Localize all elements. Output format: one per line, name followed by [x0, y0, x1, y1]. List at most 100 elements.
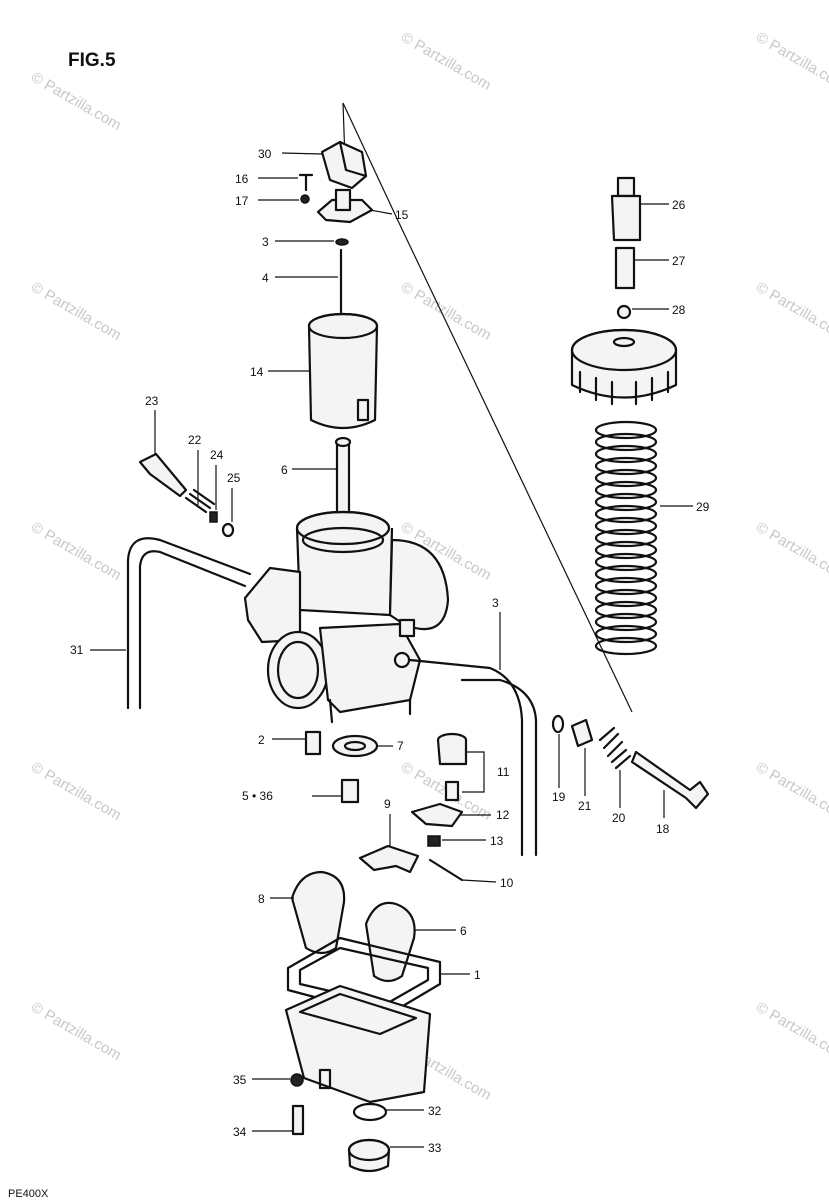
throttle-valve — [307, 312, 379, 430]
callout-label: 3 — [262, 235, 269, 249]
spring-coil — [594, 468, 658, 488]
vent-hose — [126, 537, 252, 710]
callout-bracket — [462, 751, 485, 793]
callout-label: 10 — [500, 876, 514, 890]
carburetor-body — [243, 510, 450, 724]
screw — [298, 173, 314, 192]
float — [364, 901, 416, 983]
spring-coil — [594, 432, 658, 452]
callout-label: 32 — [428, 1104, 442, 1118]
assembly-axis-line — [342, 102, 633, 713]
washer — [616, 304, 632, 320]
callout-label: 25 — [227, 471, 241, 485]
jet-holder — [304, 730, 322, 756]
spring-coil — [594, 576, 658, 596]
callout-label: 17 — [235, 194, 249, 208]
watermark: © Partzilla.com — [753, 279, 829, 344]
callout-label: 29 — [696, 500, 710, 514]
spring-coil — [594, 636, 658, 656]
callout-label: 6 — [460, 924, 467, 938]
o-ring — [221, 522, 235, 538]
callout-label: 27 — [672, 254, 686, 268]
watermark: © Partzilla.com — [753, 519, 829, 584]
watermark: © Partzilla.com — [753, 759, 829, 824]
needle-clip — [335, 238, 349, 246]
drain-screw — [291, 1104, 305, 1136]
callout-label: 33 — [428, 1141, 442, 1155]
float — [290, 870, 346, 955]
callout-label: 11 — [497, 765, 510, 779]
callout-label: 35 — [233, 1073, 247, 1087]
throttle-stop-screw — [630, 750, 710, 810]
overflow-hose — [460, 678, 538, 857]
nut — [570, 718, 594, 748]
callout-label: 15 — [395, 208, 409, 222]
washer — [300, 194, 310, 204]
callout-label: 4 — [262, 271, 269, 285]
spring-coil — [594, 528, 658, 548]
callout-label: 34 — [233, 1125, 247, 1139]
main-jet — [340, 778, 360, 804]
model-code: PE400X — [8, 1188, 49, 1200]
watermark: © Partzilla.com — [28, 519, 124, 584]
throttle-stop-spring — [598, 726, 632, 770]
spring-coil — [594, 516, 658, 536]
spring-coil — [594, 540, 658, 560]
callout-leader — [281, 152, 323, 155]
air-screw-spring — [184, 488, 216, 514]
float-needle-valve — [436, 732, 468, 802]
callout-label: 5 • 36 — [242, 789, 273, 803]
callout-label: 24 — [210, 448, 224, 462]
callout-label: 13 — [490, 834, 504, 848]
retainer-plate — [410, 802, 464, 828]
o-ring — [551, 714, 565, 734]
watermark: © Partzilla.com — [28, 69, 124, 134]
spring-coil — [594, 624, 658, 644]
float-valve-seat — [331, 734, 379, 758]
float-chamber-gasket — [286, 936, 442, 1018]
float-pin — [428, 858, 464, 882]
watermark: © Partzilla.com — [28, 279, 124, 344]
drain-plug — [347, 1138, 391, 1173]
throttle-valve-spring — [594, 420, 658, 656]
callout-label: 3 — [492, 596, 499, 610]
watermark: © Partzilla.com — [753, 29, 829, 94]
callout-label: 21 — [578, 799, 592, 813]
washer — [209, 511, 218, 523]
spring-coil — [594, 480, 658, 500]
spring-coil — [594, 552, 658, 572]
callout-leader — [461, 879, 497, 883]
plunger-nut — [614, 246, 636, 290]
spring-coil — [594, 588, 658, 608]
callout-label: 6 — [281, 463, 288, 477]
spring-coil — [594, 492, 658, 512]
vent-hose — [138, 550, 247, 710]
screw — [427, 835, 441, 847]
callout-label: 26 — [672, 198, 686, 212]
callout-label: 23 — [145, 394, 159, 408]
callout-label: 2 — [258, 733, 265, 747]
spring-coil — [594, 444, 658, 464]
starter-plunger — [610, 176, 642, 242]
gasket — [352, 1102, 388, 1122]
air-screw — [138, 452, 188, 498]
watermark: © Partzilla.com — [398, 279, 494, 344]
washer — [290, 1073, 304, 1087]
callout-label: 19 — [552, 790, 566, 804]
float-chamber — [284, 984, 432, 1104]
callout-label: 30 — [258, 147, 272, 161]
callout-label: 1 — [474, 968, 481, 982]
cable-cap — [320, 140, 368, 190]
overflow-hose — [408, 658, 524, 857]
figure-title: FIG.5 — [68, 50, 116, 71]
callout-label: 22 — [188, 433, 202, 447]
callout-label: 12 — [496, 808, 510, 822]
spring-coil — [594, 612, 658, 632]
spring-coil — [594, 420, 658, 440]
callout-label: 9 — [384, 797, 391, 811]
spring-coil — [594, 600, 658, 620]
spring-coil — [594, 456, 658, 476]
